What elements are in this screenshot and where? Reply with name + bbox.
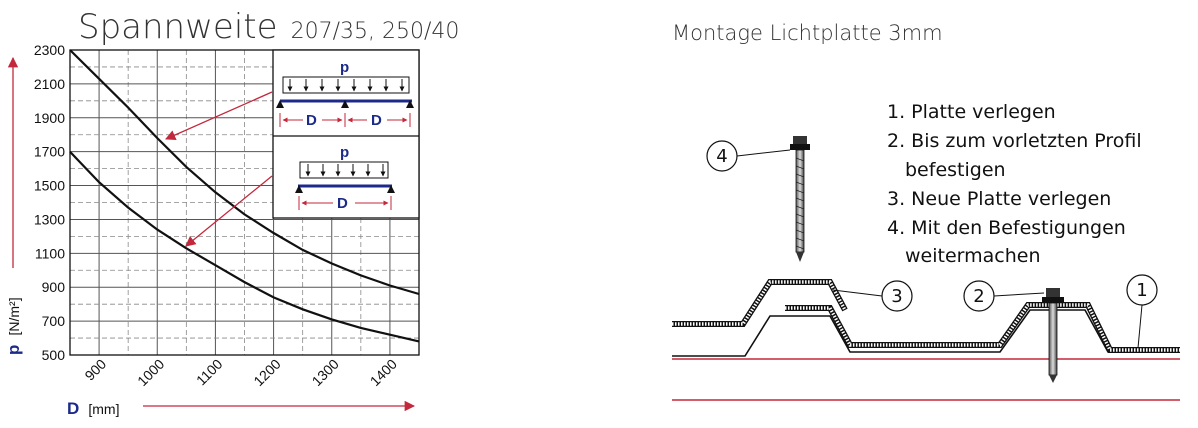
screw-washer bbox=[790, 144, 810, 150]
screw-installed bbox=[1042, 288, 1064, 383]
x-axis-label: D [mm] bbox=[67, 399, 119, 418]
load-arrows-2 bbox=[305, 164, 386, 177]
screw-washer bbox=[1042, 297, 1064, 303]
step-4: 4. Mit den Befestigungen bbox=[887, 217, 1126, 239]
step-3: 3. Neue Platte verlegen bbox=[887, 188, 1111, 210]
inset-load-label-1: p bbox=[340, 59, 349, 76]
x-tick-label: 1100 bbox=[193, 356, 226, 389]
step-2-cont: befestigen bbox=[905, 159, 1006, 181]
y-tick-label: 1900 bbox=[34, 110, 65, 126]
x-tick-label: 1200 bbox=[250, 356, 283, 389]
y-tick-label: 1100 bbox=[35, 245, 65, 261]
y-tick-label: 900 bbox=[42, 279, 66, 295]
callout-label: 2 bbox=[973, 286, 984, 307]
screw-shank bbox=[795, 149, 805, 253]
leader-line bbox=[736, 149, 791, 157]
mounting-diagram: Montage Lichtplatte 3mm 1. Platte verleg… bbox=[672, 21, 1180, 401]
support-left-2 bbox=[295, 185, 303, 193]
support-right-1 bbox=[406, 100, 414, 108]
step-list: 1. Platte verlegen 2. Bis zum vorletzten… bbox=[887, 101, 1142, 267]
x-tick-label: 1300 bbox=[309, 356, 342, 389]
load-box-2 bbox=[299, 161, 389, 179]
y-tick-label: 500 bbox=[42, 347, 66, 363]
y-axis-symbol: p bbox=[4, 345, 23, 355]
pointer-arrow-lower bbox=[185, 175, 273, 247]
y-tick-label: 2100 bbox=[34, 76, 65, 92]
chart-title: Spannweite 207/35, 250/40 bbox=[78, 7, 459, 47]
inset-single-span: p D bbox=[295, 144, 395, 212]
step-2: 2. Bis zum vorletzten Profil bbox=[887, 130, 1142, 152]
step-4-cont: weitermachen bbox=[905, 245, 1041, 267]
screw-head bbox=[793, 136, 807, 144]
x-tick-label: 1400 bbox=[367, 356, 400, 389]
inset-span-label-2: D bbox=[337, 195, 348, 212]
callout-label: 4 bbox=[716, 146, 727, 167]
load-arrows-1 bbox=[287, 79, 405, 92]
callout-2: 2 bbox=[963, 280, 1045, 312]
screw-tip bbox=[796, 252, 804, 262]
span-curve-2 bbox=[69, 150, 420, 343]
mounting-title: Montage Lichtplatte 3mm bbox=[672, 21, 943, 45]
screw-head bbox=[1046, 288, 1060, 297]
load-box-1 bbox=[282, 76, 410, 94]
callout-1: 1 bbox=[1126, 274, 1158, 349]
step-1: 1. Platte verlegen bbox=[887, 101, 1056, 123]
y-tick-label: 700 bbox=[42, 313, 66, 329]
support-left-1 bbox=[276, 100, 284, 108]
leader-line bbox=[1137, 304, 1143, 349]
callout-label: 3 bbox=[891, 286, 902, 307]
y-axis-unit: [N/m²] bbox=[6, 297, 22, 335]
x-tick-label: 900 bbox=[81, 356, 109, 384]
y-tick-label: 1500 bbox=[34, 178, 65, 194]
x-tick-labels: 900 1000 1100 1200 1300 1400 bbox=[81, 356, 400, 389]
inset-two-span: p D D bbox=[276, 59, 414, 129]
y-tick-label: 1300 bbox=[34, 211, 65, 227]
inset-span-label-1a: D bbox=[306, 112, 317, 129]
load-inset: p D D p bbox=[272, 49, 420, 219]
chart-curves bbox=[69, 49, 420, 343]
screw-free bbox=[790, 136, 810, 262]
y-tick-label: 2300 bbox=[34, 42, 65, 58]
inset-span-label-1b: D bbox=[371, 112, 382, 129]
support-right-2 bbox=[387, 185, 395, 193]
leader-line bbox=[993, 292, 1045, 297]
y-tick-labels: 500 700 900 1100 1300 1500 1700 1900 2100 2300 bbox=[34, 42, 65, 363]
new-sheet-inner bbox=[672, 280, 847, 326]
x-tick-label: 1000 bbox=[134, 356, 167, 389]
existing-sheet bbox=[672, 309, 1180, 357]
screw-shank bbox=[1048, 302, 1058, 376]
callout-4: 4 bbox=[706, 140, 791, 172]
callout-label: 1 bbox=[1136, 280, 1147, 301]
x-axis-unit: [mm] bbox=[88, 401, 119, 417]
callout-3: 3 bbox=[832, 280, 913, 312]
overlap-sheet-inner bbox=[785, 303, 1180, 352]
inset-load-label-2: p bbox=[340, 144, 349, 161]
span-chart: Spannweite 207/35, 250/40 500 700 900 1100 1… bbox=[4, 7, 459, 418]
support-mid-1 bbox=[341, 100, 349, 108]
y-tick-label: 1700 bbox=[34, 144, 65, 160]
chart-title-sub: 207/35, 250/40 bbox=[291, 19, 460, 44]
pointer-arrow-upper bbox=[165, 91, 273, 140]
y-axis-label: p [N/m²] bbox=[4, 297, 23, 355]
chart-title-main: Spannweite bbox=[78, 7, 278, 47]
x-axis-symbol: D bbox=[67, 399, 79, 418]
screw-tip bbox=[1049, 375, 1057, 383]
screw-thread bbox=[795, 157, 805, 250]
leader-line bbox=[832, 289, 883, 297]
span-curve-1 bbox=[69, 49, 420, 296]
